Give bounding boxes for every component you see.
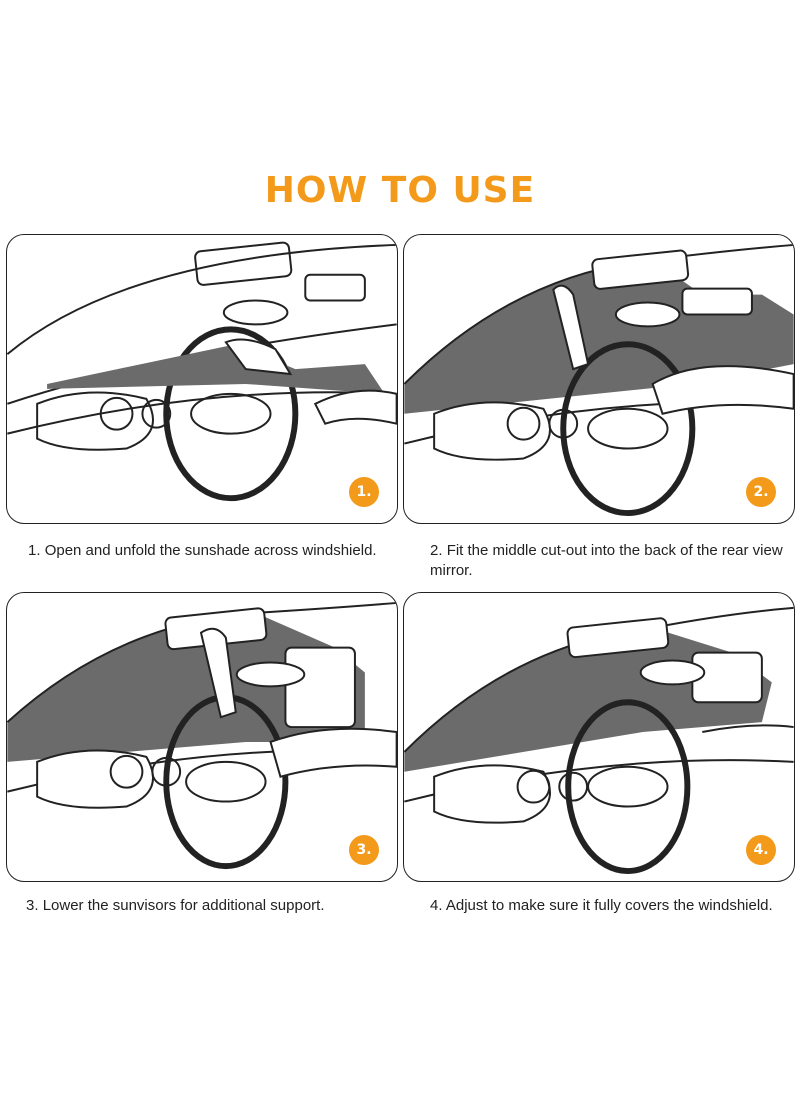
step-text: Open and unfold the sunshade across wind… [44, 542, 377, 559]
step-4-caption: 4. Adjust to make sure it fully covers t… [430, 896, 790, 916]
step-badge: 3. [349, 835, 379, 865]
step-text: Adjust to make sure it fully covers the … [445, 897, 773, 914]
step-badge: 1. [349, 477, 379, 507]
step-number: 4. [430, 897, 443, 914]
car-interior-illustration [7, 241, 397, 502]
car-interior-illustration [7, 601, 397, 870]
car-interior-illustration [404, 606, 794, 875]
car-interior-illustration [404, 243, 794, 517]
step-2-caption: 2. Fit the middle cut-out into the back … [430, 541, 790, 581]
step-3-caption: 3. Lower the sunvisors for additional su… [26, 896, 386, 916]
step-4-illustration: 4. [403, 592, 795, 882]
step-1-illustration: 1. [6, 234, 398, 524]
step-badge: 4. [746, 835, 776, 865]
step-text: Fit the middle cut-out into the back of … [430, 542, 783, 579]
step-1-caption: 1. Open and unfold the sunshade across w… [28, 541, 388, 561]
step-text: Lower the sunvisors for additional suppo… [42, 897, 325, 914]
step-2-illustration: 2. [403, 234, 795, 524]
step-badge: 2. [746, 477, 776, 507]
step-number: 2. [430, 542, 443, 559]
step-number: 1. [28, 542, 41, 559]
page-title: HOW TO USE [264, 170, 536, 211]
step-3-illustration: 3. [6, 592, 398, 882]
step-number: 3. [26, 897, 39, 914]
